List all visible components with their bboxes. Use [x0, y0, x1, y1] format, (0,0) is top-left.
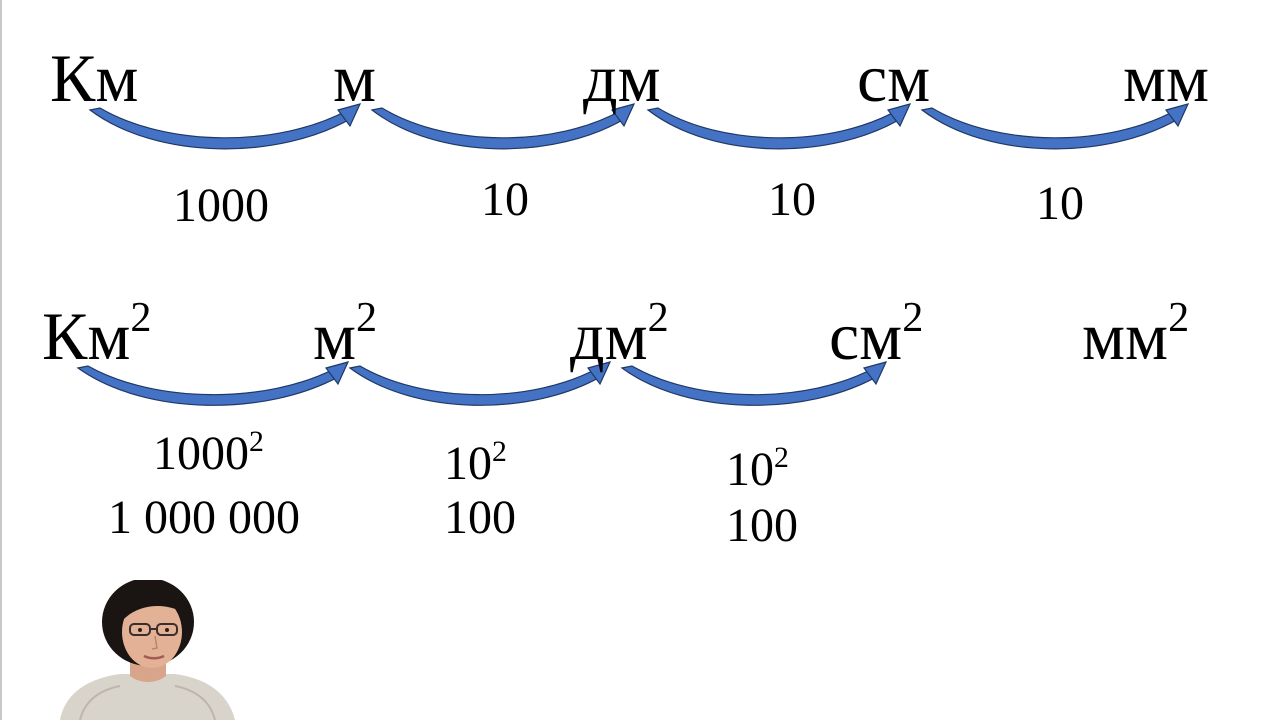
unit-dm2: дм2 — [570, 296, 669, 370]
unit-dm2-exponent: 2 — [647, 293, 669, 341]
arrow-m2-dm2-body — [348, 365, 603, 406]
factor-m2-dm2-base: 10 — [444, 437, 492, 490]
unit-mm2-base: мм — [1082, 298, 1169, 374]
factor-dm-cm: 10 — [768, 173, 816, 226]
unit-dm2-base: дм — [570, 298, 648, 374]
factor-km-m: 1000 — [173, 179, 269, 232]
unit-cm2: см2 — [829, 296, 923, 370]
unit-m2-base: м — [313, 298, 357, 374]
unit-mm: мм — [1123, 40, 1210, 116]
factor-km2-m2-value: 1 000 000 — [108, 491, 300, 544]
factor-cm-mm: 10 — [1036, 177, 1084, 230]
factor-dm2-cm2-value: 100 — [726, 499, 798, 552]
factor-dm2-cm2-power: 102 — [726, 443, 789, 496]
unit-km2-exponent: 2 — [130, 293, 152, 341]
unit-km: Км — [50, 40, 139, 116]
unit-m: м — [333, 40, 377, 116]
unit-cm: см — [857, 40, 931, 116]
factor-km2-m2-exponent: 2 — [249, 425, 264, 459]
unit-cm2-base: см — [829, 298, 903, 374]
slide-left-border — [0, 0, 2, 720]
unit-cm2-exponent: 2 — [902, 293, 924, 341]
unit-m2-exponent: 2 — [356, 293, 378, 341]
unit-mm2-exponent: 2 — [1168, 293, 1190, 341]
factor-m2-dm2-exponent: 2 — [492, 435, 507, 469]
presenter-video — [60, 580, 235, 720]
factor-dm2-cm2-base: 10 — [726, 443, 774, 496]
factor-dm2-cm2-exponent: 2 — [774, 441, 789, 475]
factor-m2-dm2-power: 102 — [444, 437, 507, 490]
unit-m2: м2 — [313, 296, 377, 370]
factor-m-dm: 10 — [481, 173, 529, 226]
factor-km2-m2-base: 1000 — [153, 427, 249, 480]
factor-m2-dm2-value: 100 — [444, 491, 516, 544]
unit-km2-base: Км — [42, 298, 131, 374]
factor-km2-m2-power: 10002 — [153, 427, 264, 480]
unit-mm2: мм2 — [1082, 296, 1189, 370]
unit-dm: дм — [583, 40, 661, 116]
unit-km2: Км2 — [42, 296, 151, 370]
